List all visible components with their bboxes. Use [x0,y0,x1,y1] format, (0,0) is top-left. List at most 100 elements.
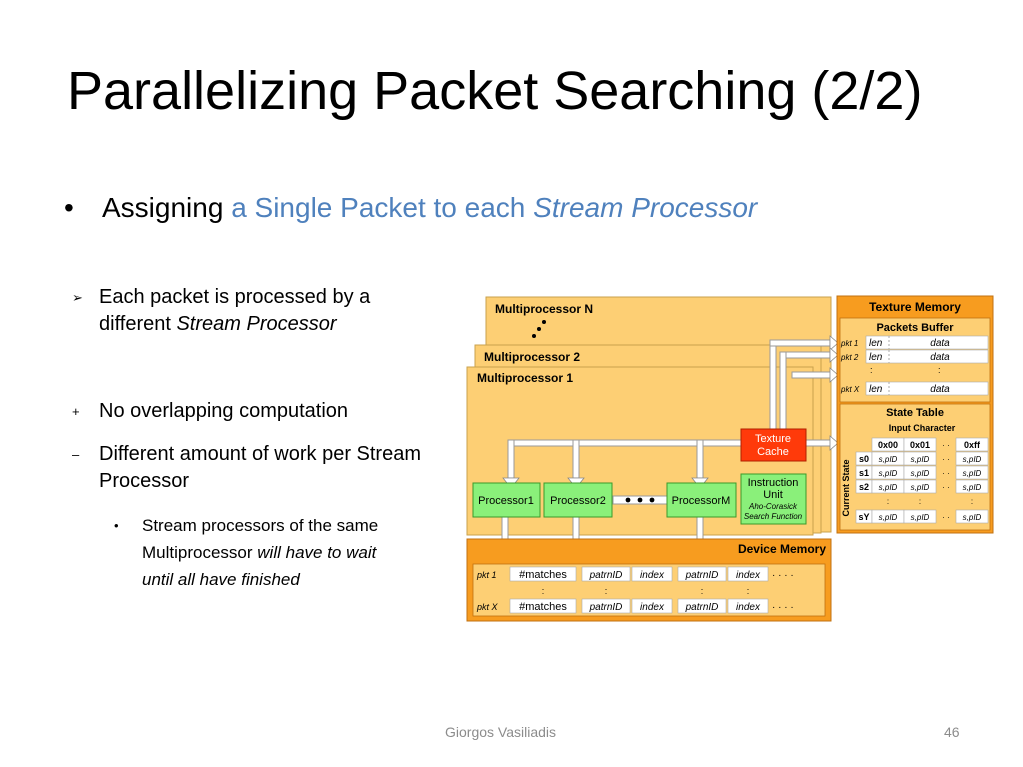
state-s1: s1 [859,468,869,478]
state-cell: s,pID [879,513,898,522]
device-patrnid-xa: patrnID [589,602,623,613]
main-bullet-accent: a Single Packet to each Stream Processor [231,192,757,223]
state-cell: s,pID [911,469,930,478]
instruction-unit-box [740,473,807,525]
packets-buffer-vdots: : [938,365,941,375]
input-character-label: Input Character [889,423,956,433]
dot-bullet-icon: • [114,518,119,533]
state-s2: s2 [859,482,869,492]
state-cell: s,pID [879,483,898,492]
device-index-xb: index [736,602,761,613]
state-cell: s,pID [879,469,898,478]
state-table-grid [855,437,989,524]
multiprocessor-n-label: Multiprocessor N [495,302,593,316]
sub-bullet-1-line2: different [99,313,171,335]
svg-text::: : [605,586,608,596]
multiprocessor-2-label: Multiprocessor 2 [484,350,580,364]
svg-text:· ·: · · [942,455,950,464]
state-sy: sY [858,512,869,522]
packets-buffer-pkt1: pkt 1 [840,339,858,348]
state-cells: s,pID s,pID s,pID s,pID s,pID s,pID s,pI… [879,455,982,522]
sub-bullet-1-italic: Stream Processor [176,313,337,335]
device-matches-1: #matches [519,569,567,581]
instruction-unit-label-2: Unit [763,489,783,501]
sub-sub-bullet-italic1: will have to wait [257,543,377,562]
processorm-box [666,482,737,518]
processor1-label: Processor1 [478,495,534,507]
main-bullet-accent-text: a Single Packet to each [231,192,526,223]
state-cell: s,pID [963,483,982,492]
device-index-1b: index [736,570,761,581]
state-cell: s,pID [963,455,982,464]
sub-bullet-1-line1: Each packet is processed by a [99,286,371,308]
packets-buffer-lenx: len [869,384,883,395]
sub-bullet-1-text: Each packet is processed by a different … [99,284,444,338]
col-0x00: 0x00 [878,440,898,450]
device-pkt1: pkt 1 [476,570,497,580]
state-cell: s,pID [879,455,898,464]
sub-bullet-3-text: Different amount of work per Stream Proc… [99,443,421,492]
sub-sub-bullet-line1: Stream processors of the same [142,516,379,535]
svg-text::: : [919,497,921,506]
minus-bullet-icon: – [72,447,80,462]
main-bullet-prefix: Assigning [102,192,224,223]
state-cell: s,pID [911,483,930,492]
current-state-label: Current State [841,459,851,516]
ellipsis-dot [537,327,541,331]
packets-buffer-datax: data [930,384,950,395]
packets-buffer-data2: data [930,352,950,363]
texture-cache-label-1: Texture [755,433,791,445]
svg-text:· ·: · · [942,513,950,522]
device-row-ellipsis: · · · · [772,602,794,613]
col-0x01: 0x01 [910,440,930,450]
packets-buffer-pktx: pkt X [840,385,860,394]
device-matches-x: #matches [519,601,567,613]
device-memory-cells [509,566,769,614]
footer-author: Giorgos Vasiliadis [445,724,557,740]
state-cell: s,pID [963,513,982,522]
texture-memory-title: Texture Memory [869,300,961,314]
col-dots: · · [942,441,950,450]
instruction-unit-label-4: Search Function [744,512,803,521]
device-patrnid-1b: patrnID [685,570,719,581]
processor-ellipsis-dot [625,497,631,503]
state-row-dots: · ·· ·· ·· · ::: [887,455,973,522]
sub-sub-bullet-italic2: until all have finished [142,570,300,589]
state-cell: s,pID [911,455,930,464]
arrow-bullet-icon: ➢ [72,290,83,305]
device-pktx: pkt X [476,602,499,612]
sub-sub-bullet-text: Stream processors of the same Multiproce… [142,512,452,593]
processor2-label: Processor2 [550,495,606,507]
processorm-label: ProcessorM [672,495,731,507]
device-vdots: :::: [542,586,750,596]
svg-text:· ·: · · [942,469,950,478]
processor2-box [543,482,613,518]
device-index-1a: index [640,570,665,581]
footer-page-number: 46 [944,724,960,740]
packets-buffer-rows [865,335,989,396]
svg-text::: : [747,586,750,596]
svg-text::: : [542,586,545,596]
packets-buffer-title: Packets Buffer [876,322,954,334]
device-index-xa: index [640,602,665,613]
state-s0: s0 [859,454,869,464]
device-patrnid-1a: patrnID [589,570,623,581]
instruction-unit-label-1: Instruction [748,477,799,489]
device-row-ellipsis: · · · · [772,570,794,581]
packets-buffer-len2: len [869,352,883,363]
state-table-title: State Table [886,407,944,419]
bullet-dot: • [64,192,74,223]
processor-ellipsis-dot [649,497,655,503]
svg-text::: : [701,586,704,596]
state-cell: s,pID [963,469,982,478]
packets-buffer-pkt2: pkt 2 [840,353,859,362]
slide-title: Parallelizing Packet Searching (2/2) [67,61,923,121]
processor-ellipsis-dot [637,497,643,503]
packets-buffer-len1: len [869,338,883,349]
packets-buffer-vdots: : [870,365,873,375]
svg-text::: : [887,497,889,506]
texture-cache-box [740,428,807,462]
texture-cache-label-2: Cache [757,446,789,458]
instruction-unit-label-3: Aho-Corasick [748,502,798,511]
